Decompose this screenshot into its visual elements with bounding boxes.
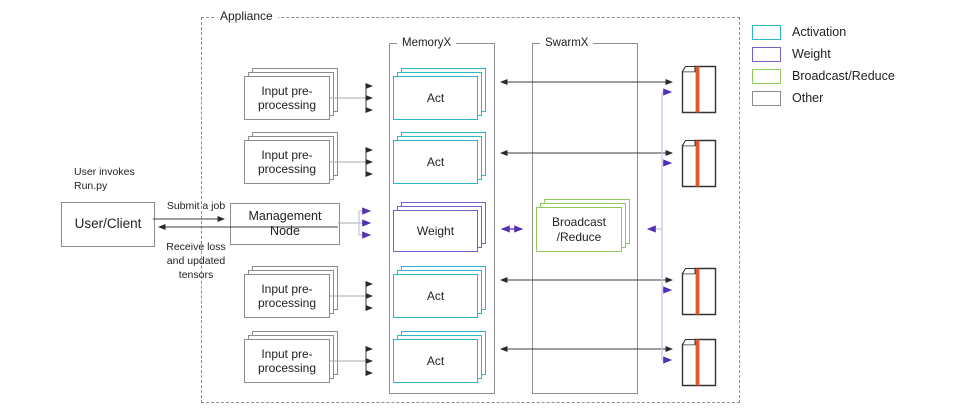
act-label: Act: [426, 353, 445, 368]
legend-item-other: Other: [752, 90, 895, 106]
wafer-chip-icon-2: [681, 139, 717, 188]
receive-loss-note: Receive loss and updated tensors: [157, 240, 235, 283]
swarmx-label: SwarmX: [540, 36, 594, 51]
user-invokes-line2: Run.py: [74, 180, 108, 193]
input-preprocessing-box: Input pre- processing: [244, 140, 330, 184]
user-invokes-line1: User invokes: [74, 166, 135, 178]
activation-swatch: [752, 24, 781, 40]
activation-stack-4: Act: [393, 331, 486, 383]
legend-item-broadcast-reduce: Broadcast/Reduce: [752, 68, 895, 84]
weight-label: Weight: [416, 223, 455, 238]
input-line1: Input pre-: [261, 346, 313, 361]
input-line1: Input pre-: [261, 281, 313, 296]
memoryx-container: MemoryX: [389, 36, 495, 394]
legend: Activation Weight Broadcast/Reduce Other: [752, 24, 895, 112]
wafer-chip-icon-4: [681, 338, 717, 387]
input-preprocessing-box: Input pre- processing: [244, 274, 330, 318]
appliance-label: Appliance: [215, 9, 278, 24]
input-preprocessing-stack-3: Input pre- processing: [244, 266, 338, 318]
input-preprocessing-box: Input pre- processing: [244, 339, 330, 383]
user-client-label: User/Client: [74, 216, 142, 232]
user-client-node: User/Client: [61, 202, 155, 247]
broadcast-reduce-box: Broadcast /Reduce: [536, 207, 622, 252]
submit-job-note: Submit a job: [166, 200, 226, 212]
activation-stack-1: Act: [393, 68, 486, 120]
broadcast-line2: /Reduce: [556, 229, 602, 244]
input-line1: Input pre-: [261, 147, 313, 162]
wafer-chip-icon-3: [681, 267, 717, 316]
receive-loss-line3: tensors: [178, 269, 214, 282]
activation-stack-3: Act: [393, 266, 486, 318]
other-swatch: [752, 90, 781, 106]
legend-label: Broadcast/Reduce: [792, 69, 895, 83]
legend-item-weight: Weight: [752, 46, 895, 62]
input-line2: processing: [257, 296, 317, 310]
receive-loss-line2: and updated: [166, 255, 226, 268]
weight-stack: Weight: [393, 202, 486, 252]
weight-swatch: [752, 46, 781, 62]
management-node: Management Node: [230, 203, 340, 245]
input-line1: Input pre-: [261, 83, 313, 98]
input-preprocessing-box: Input pre- processing: [244, 76, 330, 120]
act-box: Act: [393, 274, 478, 318]
act-label: Act: [426, 288, 445, 303]
input-preprocessing-stack-1: Input pre- processing: [244, 68, 338, 120]
input-preprocessing-stack-2: Input pre- processing: [244, 132, 338, 184]
act-box: Act: [393, 339, 478, 383]
memoryx-label: MemoryX: [397, 36, 457, 51]
user-invokes-note: User invokes Run.py: [74, 165, 135, 193]
input-preprocessing-stack-4: Input pre- processing: [244, 331, 338, 383]
appliance-container: Appliance: [201, 9, 740, 403]
management-node-line2: Node: [270, 224, 300, 238]
broadcast-line1: Broadcast: [551, 215, 607, 230]
input-line2: processing: [257, 361, 317, 375]
legend-label: Activation: [792, 25, 847, 39]
receive-loss-line1: Receive loss: [166, 241, 226, 253]
act-box: Act: [393, 76, 478, 120]
swarmx-container: SwarmX: [532, 36, 638, 394]
legend-label: Other: [792, 91, 824, 105]
legend-item-activation: Activation: [752, 24, 895, 40]
act-label: Act: [426, 90, 445, 105]
input-line2: processing: [257, 98, 317, 112]
wafer-chip-icon-1: [681, 65, 717, 114]
activation-stack-2: Act: [393, 132, 486, 184]
legend-label: Weight: [792, 47, 831, 61]
broadcast-reduce-stack: Broadcast /Reduce: [536, 199, 630, 252]
management-node-line1: Management: [248, 209, 322, 223]
input-line2: processing: [257, 162, 317, 176]
act-box: Act: [393, 140, 478, 184]
broadcast-reduce-swatch: [752, 68, 781, 84]
act-label: Act: [426, 154, 445, 169]
weight-box: Weight: [393, 210, 478, 252]
